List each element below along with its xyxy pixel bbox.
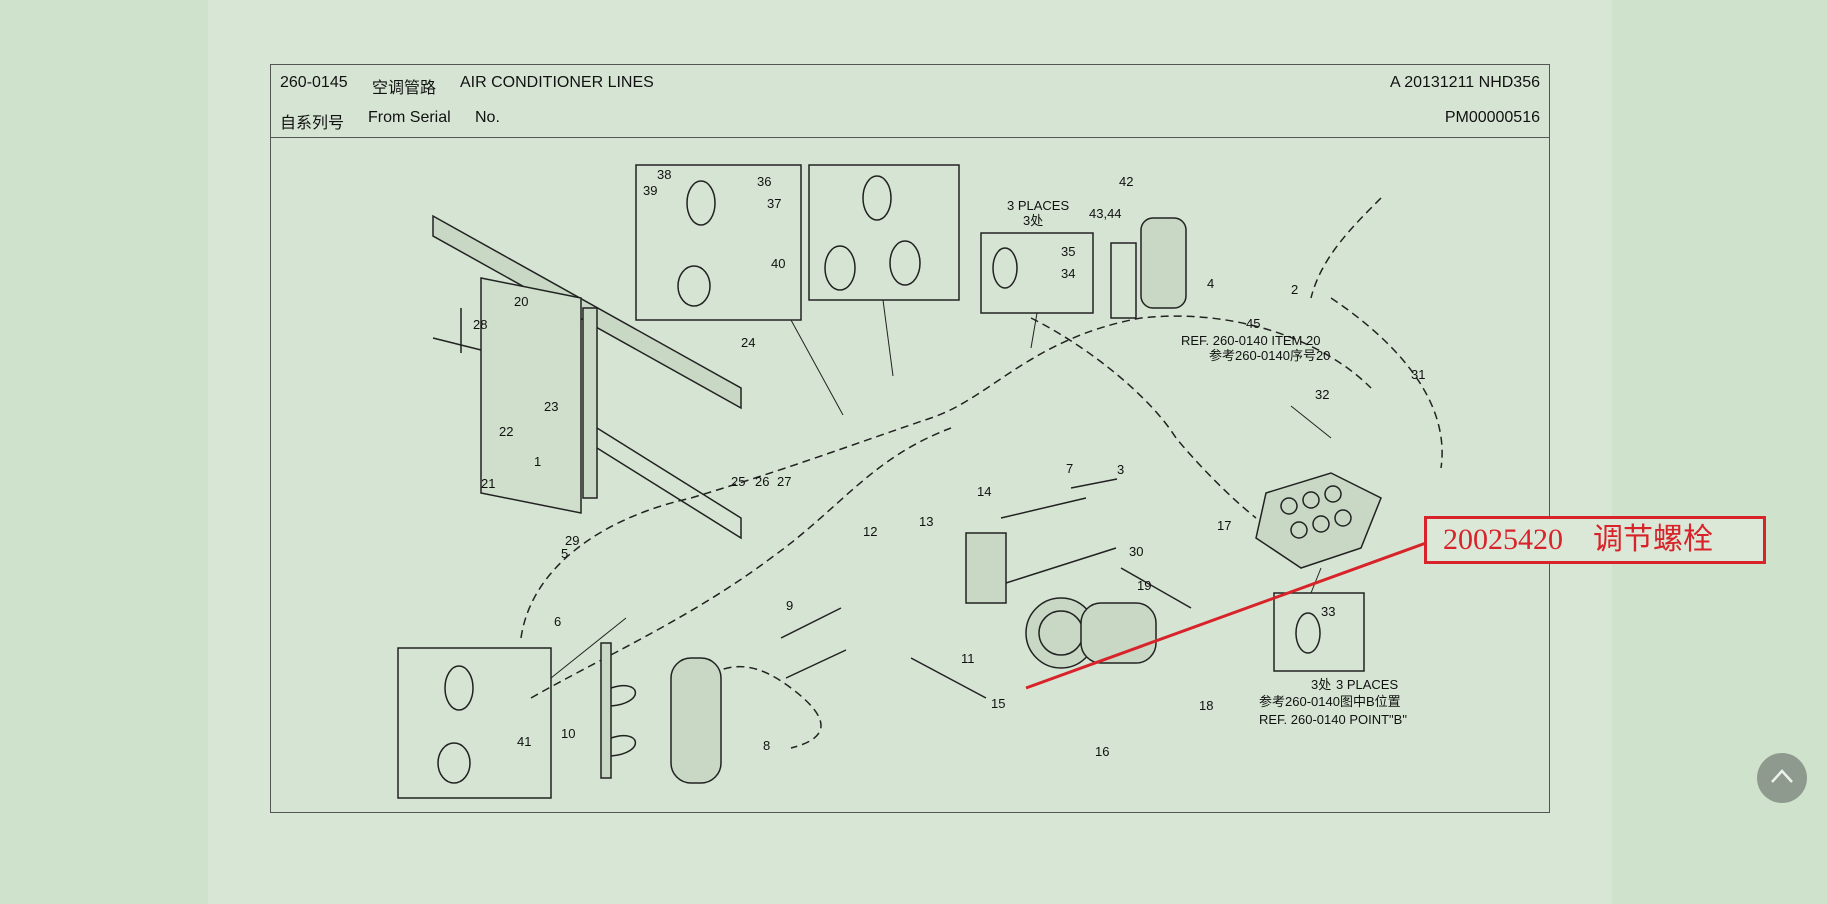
item-32: 32 [1315, 387, 1329, 402]
part-callout: 20025420 调节螺栓 [1424, 516, 1766, 564]
exploded-diagram: 3 PLACES 3处 REF. 260-0140 ITEM 20 参考260-… [271, 138, 1549, 812]
title-en: AIR CONDITIONER LINES [460, 74, 654, 91]
diagram-svg: 3 PLACES 3处 REF. 260-0140 ITEM 20 参考260-… [397, 164, 1443, 799]
item-1: 1 [534, 454, 541, 469]
serial-label-en: From Serial [368, 109, 451, 126]
manifold-block [1255, 472, 1382, 569]
receiver-drier [600, 642, 722, 784]
accumulator [1110, 217, 1187, 319]
clip-detail-box-1 [635, 164, 802, 321]
item-38: 38 [657, 167, 671, 182]
title-cn: 空调管路 [372, 80, 437, 97]
item-10: 10 [561, 726, 575, 741]
item-11: 11 [961, 651, 975, 666]
item-33: 33 [1321, 604, 1335, 619]
item-9: 9 [786, 598, 793, 613]
item-8: 8 [763, 738, 770, 753]
item-43-44: 43,44 [1089, 206, 1122, 221]
clip-detail-box-5 [1273, 592, 1365, 672]
item-42: 42 [1119, 174, 1133, 189]
item-5: 5 [561, 546, 568, 561]
item-23: 23 [544, 399, 558, 414]
clip-detail-box-3 [980, 232, 1094, 314]
item-45: 45 [1246, 316, 1260, 331]
parts-sheet: 260-0145 空调管路 AIR CONDITIONER LINES A 20… [270, 64, 1550, 813]
item-22: 22 [499, 424, 513, 439]
clip-drawings [437, 175, 1321, 784]
item-6: 6 [554, 614, 561, 629]
item-2: 2 [1291, 282, 1298, 297]
item-20: 20 [514, 294, 528, 309]
item-14: 14 [977, 484, 991, 499]
leader-lines [550, 299, 1332, 679]
clip-detail-box-2 [808, 164, 960, 301]
item-13: 13 [919, 514, 933, 529]
chevron-up-icon [1771, 769, 1793, 783]
part-number: 260-0145 [280, 74, 348, 91]
item-15: 15 [991, 696, 1005, 711]
item-24: 24 [741, 335, 755, 350]
condenser-frame [432, 214, 742, 540]
item-18: 18 [1199, 698, 1213, 713]
item-16: 16 [1095, 744, 1109, 759]
item-39: 39 [643, 183, 657, 198]
item-17: 17 [1217, 518, 1231, 533]
item-41: 41 [517, 734, 531, 749]
bolts [780, 478, 1192, 699]
left-margin [0, 0, 208, 904]
right-margin [1612, 0, 1827, 904]
revision: A 20131211 NHD356 [1389, 74, 1540, 91]
item-7: 7 [1066, 461, 1073, 476]
item-26: 26 [755, 474, 769, 489]
item-25: 25 [731, 474, 745, 489]
item-27: 27 [777, 474, 791, 489]
sheet-header: 260-0145 空调管路 AIR CONDITIONER LINES A 20… [271, 65, 1549, 138]
compressor [965, 532, 1157, 669]
hose-routing [520, 197, 1443, 749]
places-en: 3 PLACES [1007, 198, 1069, 213]
serial-label-cn: 自系列号 [280, 115, 345, 132]
ref-item20-cn: 参考260-0140序号20 [1209, 348, 1330, 363]
clip-detail-box-4 [397, 647, 552, 799]
scroll-to-top-button[interactable] [1757, 753, 1807, 803]
places-cn-b: 3处 [1311, 677, 1331, 692]
places-en-b: 3 PLACES [1336, 677, 1398, 692]
item-12: 12 [863, 524, 877, 539]
serial-value: PM00000516 [1444, 109, 1540, 126]
item-37: 37 [767, 196, 781, 211]
ref-point-cn: 参考260-0140图中B位置 [1259, 694, 1401, 709]
ref-item20-en: REF. 260-0140 ITEM 20 [1181, 333, 1320, 348]
item-28: 28 [473, 317, 487, 332]
item-19: 19 [1137, 578, 1151, 593]
item-40: 40 [771, 256, 785, 271]
item-36: 36 [757, 174, 771, 189]
item-34: 34 [1061, 266, 1075, 281]
item-29: 29 [565, 533, 579, 548]
item-4: 4 [1207, 276, 1214, 291]
item-31: 31 [1411, 367, 1425, 382]
serial-no-label: No. [475, 109, 500, 126]
item-35: 35 [1061, 244, 1075, 259]
item-30: 30 [1129, 544, 1143, 559]
callout-leader [1025, 541, 1427, 690]
item-21: 21 [481, 476, 495, 491]
places-cn: 3处 [1023, 213, 1043, 228]
item-3: 3 [1117, 462, 1124, 477]
ref-point-en: REF. 260-0140 POINT"B" [1259, 712, 1407, 727]
